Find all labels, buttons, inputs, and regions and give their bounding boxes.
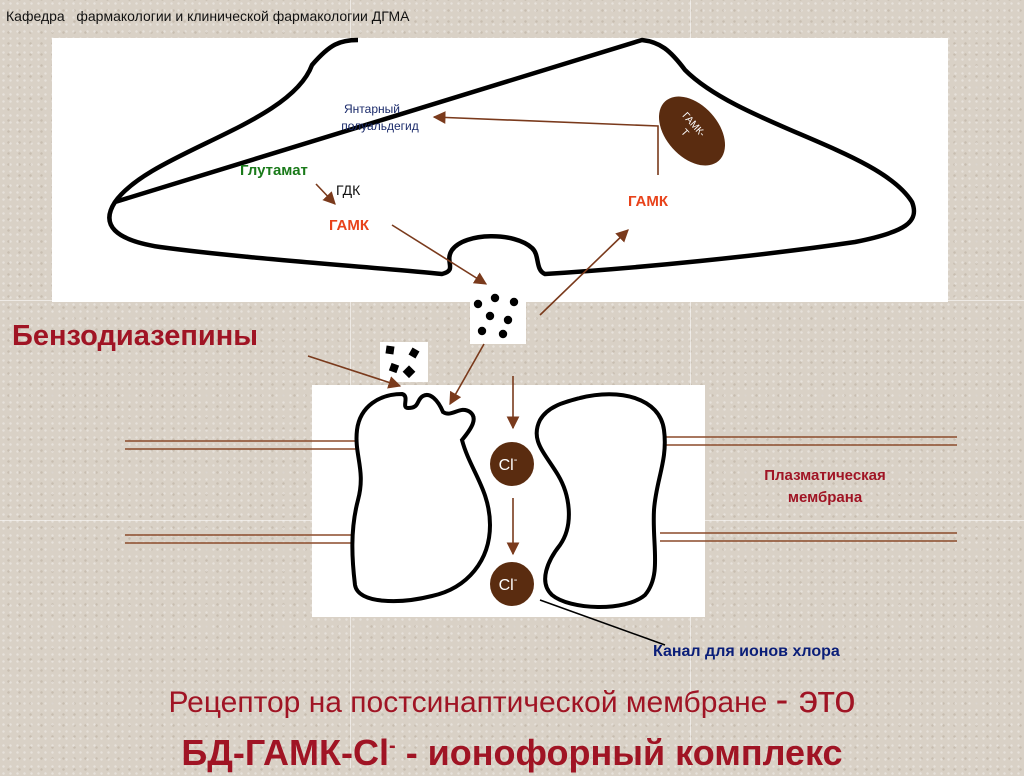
gaba-molecule [498,329,508,339]
gaba-molecule [503,315,513,325]
arrow-glutamate-to-gaba [315,183,336,205]
plasma-membrane-lines [125,436,957,544]
grid-line [350,0,351,768]
glutamate-label: Глутамат [240,162,308,179]
grid-line [690,0,691,768]
caption-line-1-emphasis: - это [775,679,856,721]
chloride-ion-top: Cl- [488,440,536,488]
benzodiazepine-molecules [385,345,420,379]
benzodiazepine-molecule [402,365,416,379]
gaba-molecule [485,311,495,321]
arrow-vesicle-to-reuptake [539,229,629,316]
benzodiazepine-molecule [408,347,420,359]
chloride-ion-bottom: Cl- [488,560,536,608]
caption-line-2-pre: БД-ГАМК-Cl [181,732,390,773]
gaba-molecules [473,293,519,339]
gaba-transaminase: ГАМК- Т [658,96,726,166]
caption-line-1-main: Рецептор на постсинаптической мембране [168,686,776,719]
caption-line-2: БД-ГАМК-Cl- - ионофорный комплекс [0,723,1024,776]
plasma-membrane-label-line: мембрана [787,489,863,506]
arrow-gaba-to-vesicle [391,224,488,285]
chloride-ion-label: Cl [499,577,514,594]
receptor-subunit-right [534,392,667,609]
benzodiazepine-molecule [385,345,395,355]
benzodiazepine-molecule [388,362,400,374]
caption-line-2-charge: - [389,735,396,757]
chloride-ion-charge: - [514,574,518,586]
gaba-molecule [473,299,483,309]
arrows [307,111,659,556]
channel-pointer-line [539,599,666,646]
receptor-subunit-left [350,391,493,604]
succinic-semialdehyde-label: полуальдегид [341,119,418,133]
plasma-membrane-label: Плазматическая мембрана [725,465,925,509]
caption-line-2-post: - ионофорный комплекс [395,732,843,773]
benzodiazepines-label: Бензодиазепины [12,320,259,352]
caption-line-1: Рецептор на постсинаптической мембране -… [0,680,1024,723]
chloride-ion-charge: - [514,454,518,466]
slide-caption: Рецептор на постсинаптической мембране -… [0,680,1024,776]
svg-text:Cl-: Cl- [499,574,518,594]
gdk-label: ГДК [336,182,361,198]
gaba-label-reuptake: ГАМК [628,193,669,210]
gaba-molecule [490,293,500,303]
svg-text:Cl-: Cl- [499,454,518,474]
gaba-molecule [509,297,519,307]
gaba-label-synthesis: ГАМК [329,217,370,234]
arrow-benzo-to-receptor [307,355,402,389]
chloride-ion-label: Cl [499,457,514,474]
gaba-molecule [477,326,487,336]
succinic-semialdehyde-label: Янтарный [344,102,400,116]
slide-header: Кафедра фармакологии и клинической фарма… [6,8,410,24]
chloride-channel-label: Канал для ионов хлора [653,643,840,660]
arrow-gaba-to-receptor [449,343,485,406]
arrow-gabat-to-semialdehyde [432,111,659,175]
presynaptic-terminal-outline [107,37,917,277]
gaba-t-label: Т [678,127,690,139]
plasma-membrane-label-line: Плазматическая [764,467,886,484]
